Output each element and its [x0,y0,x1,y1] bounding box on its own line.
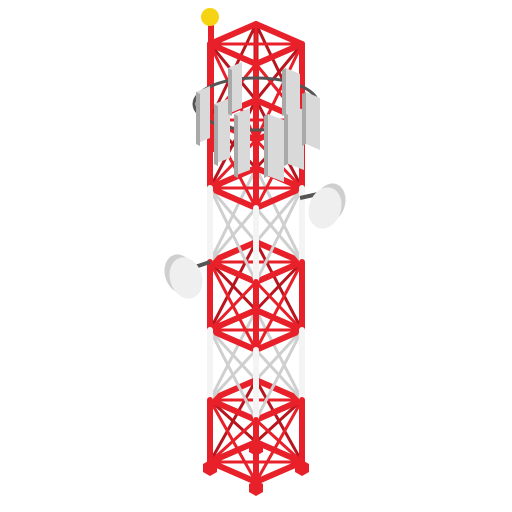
panel-antenna-cluster [192,62,320,182]
ring-beam [207,165,259,191]
ring-beam [253,259,305,285]
dish-face-right [308,187,342,229]
ring-beam [207,377,259,403]
ring-beam [253,439,305,465]
ring-beam [207,259,259,285]
ring-beam [207,307,259,333]
back-brace [254,398,304,444]
front-brace [208,348,258,402]
panel-antenna-side [228,68,232,116]
ring-beam [253,185,305,211]
front-brace [254,186,304,284]
panel-antenna-side [284,104,288,166]
back-brace [254,328,304,382]
ring-beam [253,397,305,423]
ring-beam [253,41,305,67]
panel-antenna-icon [286,68,300,120]
panel-antenna-icon [288,104,304,170]
panel-antenna-side [282,68,286,116]
front-brace [254,42,304,142]
panel-antenna-side [302,92,306,146]
panel-antenna-icon [268,114,284,182]
ring-beam [207,439,259,465]
back-brace [254,42,304,102]
back-brace [208,166,258,264]
base-foot [295,460,309,476]
ring-beam [207,21,259,47]
panel-antenna-side [196,92,200,146]
panel-antenna-side [214,104,218,166]
ring-beam [207,239,259,265]
base-foot [203,460,217,476]
panel-antenna-side [234,114,238,178]
ring-beam [207,327,259,353]
front-brace [208,280,258,332]
ring-beam [207,41,259,67]
back-brace [208,308,258,402]
ring-beam [253,21,305,47]
ring-beam [207,459,259,485]
back-brace [254,186,304,244]
microwave-dish-right [299,183,346,229]
front-brace [208,206,258,264]
ring-beam [207,397,259,423]
front-brace [254,260,304,352]
ring-beam [253,239,305,265]
front-brace [254,398,304,484]
ring-beam [253,307,305,333]
back-brace [254,260,304,312]
ring-beam [207,185,259,211]
microwave-dish-left [164,254,211,299]
base-foot [249,440,263,456]
beacon-light-icon [201,8,219,26]
back-brace [208,240,258,332]
ring-beam [253,327,305,353]
ring-beam [253,377,305,403]
front-brace [254,328,304,422]
ring-beam [253,459,305,485]
back-brace [208,378,258,464]
base-foot [249,480,263,496]
panel-antenna-side [264,114,268,178]
front-brace [208,418,258,464]
dish-face-left [169,257,203,299]
panel-antenna-icon [306,92,320,150]
